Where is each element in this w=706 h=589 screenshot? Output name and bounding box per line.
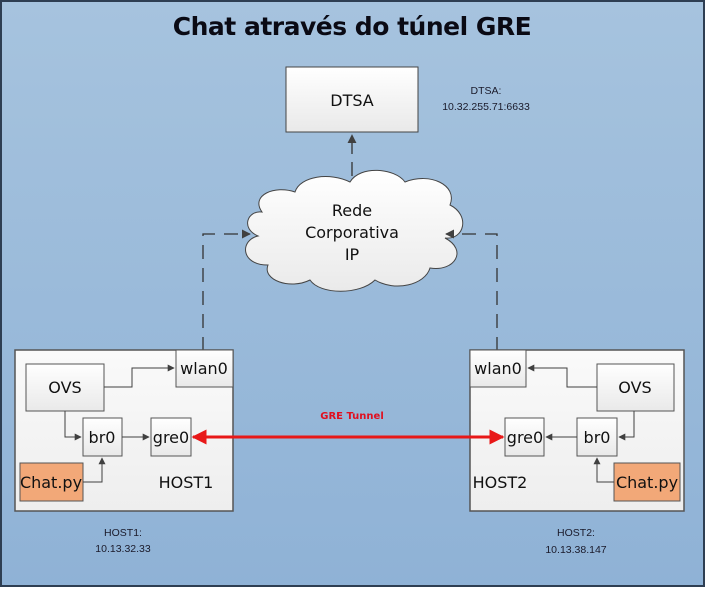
gre-tunnel-label: GRE Tunnel: [320, 411, 384, 422]
host1-ovs-to-br0-connector: [64, 411, 82, 441]
host2-container: wlan0 OVS gre0 br0 Chat.py HOST2: [469, 349, 685, 512]
host2-chat-app-label: Chat.py: [616, 473, 678, 492]
host2-ovs-label: OVS: [618, 378, 651, 397]
host1-gre0-node[interactable]: gre0: [150, 417, 192, 457]
host2-chat-app-node[interactable]: Chat.py: [613, 462, 681, 502]
host2-gre0-node[interactable]: gre0: [504, 417, 545, 457]
cloud-line-2: Corporativa: [305, 223, 399, 242]
host2-ovs-to-br0-connector: [618, 411, 635, 441]
host1-chat-app-label: Chat.py: [20, 473, 82, 492]
host2-wlan-to-cloud-connector: [445, 229, 498, 351]
host2-info-title: HOST2:: [557, 527, 595, 539]
host2-ovs-node[interactable]: OVS: [596, 363, 675, 412]
host1-wlan0-label: wlan0: [180, 359, 228, 378]
host2-wlan0-node[interactable]: wlan0: [469, 349, 527, 388]
host1-chat-to-br0-connector: [83, 457, 106, 483]
diagram-title: Chat através do túnel GRE: [173, 12, 531, 41]
host2-wlan0-label: wlan0: [474, 359, 522, 378]
host1-container: OVS wlan0 br0 gre0 Chat.py HOST1: [14, 349, 234, 512]
host1-gre0-label: gre0: [153, 428, 189, 447]
dtsa-info-address: 10.32.255.71:6633: [442, 101, 530, 113]
host2-br0-node[interactable]: br0: [576, 417, 618, 457]
host2-ovs-to-wlan0-connector: [527, 364, 597, 388]
host1-ovs-to-wlan0-connector: [104, 364, 175, 388]
cloud-line-3: IP: [345, 245, 360, 264]
corporate-network-cloud[interactable]: Rede Corporativa IP: [245, 169, 464, 292]
host1-info-title: HOST1:: [104, 527, 142, 539]
host1-info-address: 10.13.32.33: [95, 543, 151, 555]
host2-chat-to-br0-connector: [593, 457, 614, 483]
host2-br0-label: br0: [584, 428, 611, 447]
host1-wlan0-node[interactable]: wlan0: [175, 349, 234, 388]
host1-ovs-label: OVS: [48, 378, 81, 397]
dtsa-info-title: DTSA:: [471, 85, 502, 97]
host2-info-address: 10.13.38.147: [545, 544, 606, 556]
host1-ovs-node[interactable]: OVS: [25, 363, 105, 412]
host1-name: HOST1: [159, 473, 214, 492]
host1-wlan-to-cloud-connector: [202, 229, 251, 351]
host2-name: HOST2: [473, 473, 528, 492]
host1-br0-node[interactable]: br0: [82, 417, 123, 457]
dtsa-label: DTSA: [330, 91, 374, 110]
host2-gre0-label: gre0: [507, 428, 543, 447]
cloud-line-1: Rede: [332, 201, 372, 220]
host1-br0-label: br0: [89, 428, 116, 447]
dtsa-node[interactable]: DTSA: [285, 66, 419, 133]
host1-chat-app-node[interactable]: Chat.py: [19, 462, 84, 502]
